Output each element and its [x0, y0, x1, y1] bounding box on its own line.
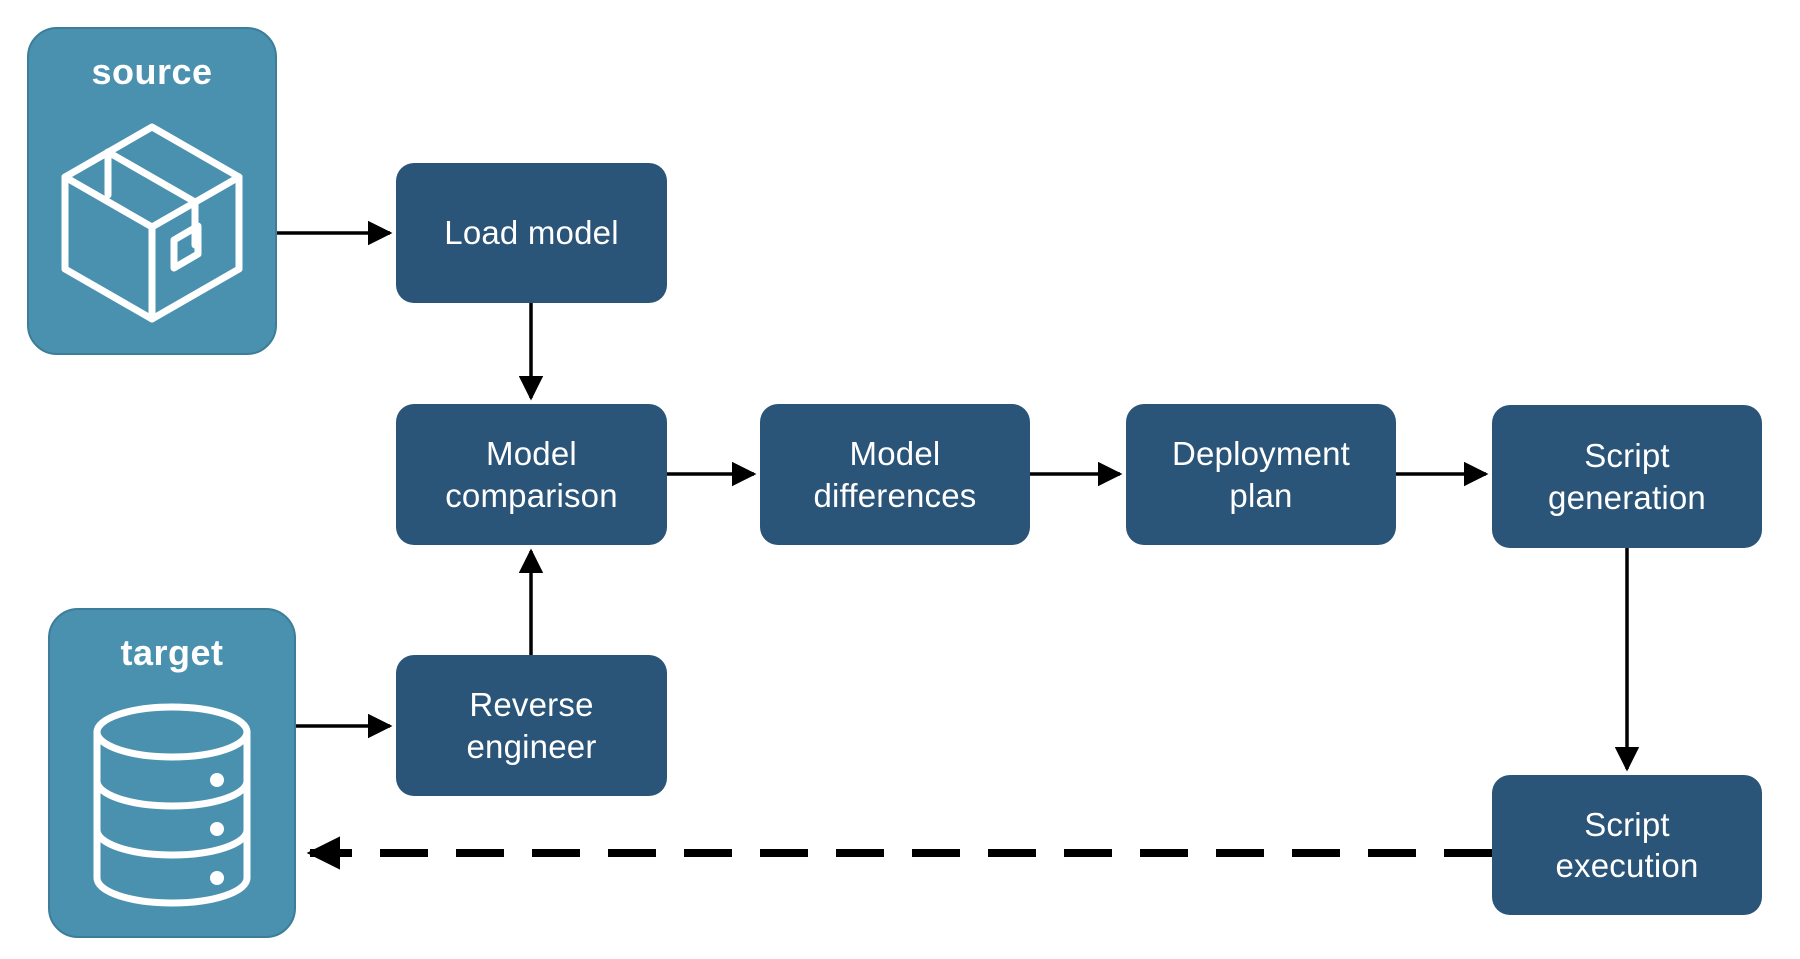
endpoint-source[interactable]: source	[27, 27, 277, 355]
process-model-differences[interactable]: Model differences	[760, 404, 1030, 545]
process-script-generation-label: Script generation	[1548, 437, 1706, 516]
endpoint-source-label: source	[91, 51, 213, 92]
database-cylinder-icon	[50, 674, 294, 936]
process-deployment-plan-label: Deployment plan	[1171, 435, 1351, 514]
process-reverse-engineer[interactable]: Reverse engineer	[396, 655, 667, 796]
process-script-execution-label: Script execution	[1555, 805, 1699, 884]
process-reverse-engineer-label: Reverse engineer	[466, 686, 597, 765]
process-model-differences-label: Model differences	[813, 435, 977, 514]
process-script-execution[interactable]: Script execution	[1492, 775, 1762, 915]
process-model-comparison[interactable]: Model comparison	[396, 404, 667, 545]
process-deployment-plan[interactable]: Deployment plan	[1126, 404, 1396, 545]
process-load-model[interactable]: Load model	[396, 163, 667, 303]
process-model-comparison-label: Model comparison	[445, 435, 618, 514]
endpoint-target[interactable]: target	[48, 608, 296, 938]
process-script-generation[interactable]: Script generation	[1492, 405, 1762, 548]
package-box-icon	[29, 93, 275, 353]
endpoint-target-label: target	[120, 632, 224, 673]
process-load-model-label: Load model	[444, 214, 619, 252]
